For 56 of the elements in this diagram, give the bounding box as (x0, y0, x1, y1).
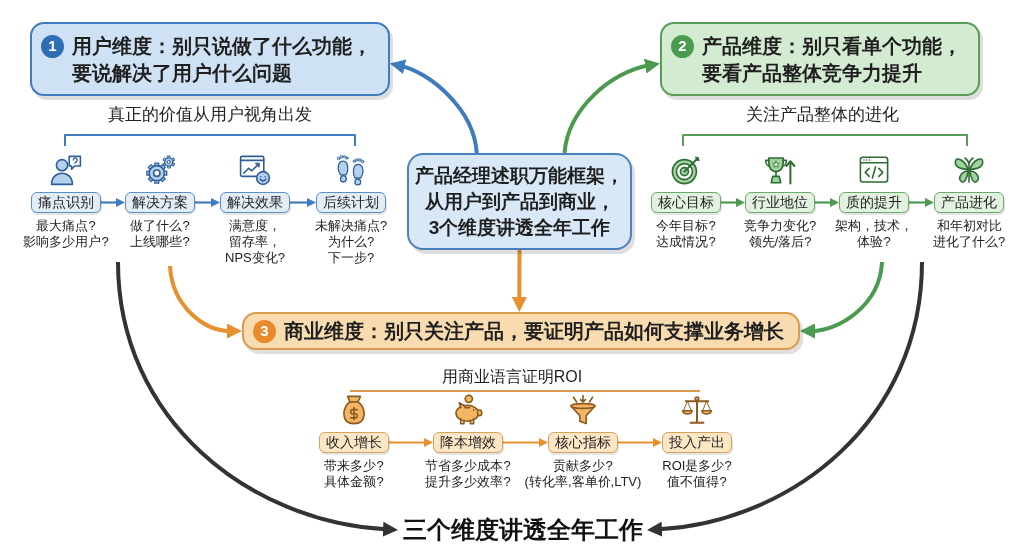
dimension-banner (242, 312, 800, 350)
step-note: (转化率,客单价,LTV) (524, 474, 642, 490)
step-box: 投入产出 (662, 432, 732, 453)
dimension-box (660, 22, 980, 96)
curved-arrow (800, 261, 884, 339)
step-note: ROI是多少?值不值得? (661, 458, 733, 490)
arrow (389, 438, 433, 447)
step-box: 解决方案 (125, 192, 195, 213)
step-note: 竞争力变化?领先/落后? (742, 218, 818, 250)
arrow (815, 198, 839, 207)
dimension-heading: 用户维度：别只说做了什么功能，要说解决了用户什么问题 (72, 34, 373, 86)
section-label: 关注产品整体的进化 (745, 104, 899, 126)
dimension-heading: 产品维度：别只看单个功能，要看产品整体竞争力提升 (702, 34, 963, 86)
step-note: 未解决痛点?为什么?下一步? (313, 218, 389, 266)
step-note: 满意度，留存率，NPS变化? (224, 218, 286, 266)
step-box: 解决效果 (220, 192, 290, 213)
arrow (909, 198, 934, 207)
step-note: 今年目标?达成情况? (655, 218, 717, 250)
number-badge: 1 (41, 35, 64, 58)
section-label: 用商业语言证明ROI (441, 367, 583, 387)
curved-arrow (390, 59, 479, 154)
arrow (503, 438, 548, 447)
step-box: 收入增长 (319, 432, 389, 453)
step-note: 节省多少成本?提升多少效率? (424, 458, 512, 490)
step-box: 后续计划 (316, 192, 386, 213)
step-box: 降本增效 (433, 432, 503, 453)
number-badge: 2 (671, 35, 694, 58)
step-box: 痛点识别 (31, 192, 101, 213)
arrow (721, 198, 745, 207)
step-box: 行业地位 (745, 192, 815, 213)
step-box: 核心目标 (651, 192, 721, 213)
curved-arrow (562, 58, 660, 154)
step-note: 架构，技术，体验? (834, 218, 914, 250)
dimension-heading: 商业维度：别只关注产品，要证明产品如何支撑业务增长 (284, 318, 784, 344)
section-label: 真正的价值从用户视角出发 (108, 104, 312, 126)
step-box: 产品进化 (934, 192, 1004, 213)
curved-arrow (647, 261, 924, 537)
step-note: 做了什么?上线哪些? (129, 218, 191, 250)
curved-arrow (511, 250, 527, 312)
topic-text: 产品经理述职万能框架，从用户到产品到商业，3个维度讲透全年工作 (414, 163, 625, 240)
curved-arrow (116, 261, 398, 537)
step-note: 和年初对比进化了什么? (931, 218, 1007, 250)
conclusion-text: 三个维度讲透全年工作 (398, 512, 647, 548)
arrow (290, 198, 316, 207)
step-note: 带来多少?具体金额? (323, 458, 385, 490)
curved-arrow (168, 265, 242, 339)
central-topic-box (407, 153, 632, 250)
step-note: 最大痛点?影响多少用户? (22, 218, 110, 250)
step-note: 贡献多少? (553, 458, 613, 474)
arrow (618, 438, 662, 447)
arrow (101, 198, 125, 207)
number-badge: 3 (253, 319, 276, 343)
arrow (195, 198, 220, 207)
step-box: 核心指标 (548, 432, 618, 453)
step-box: 质的提升 (839, 192, 909, 213)
dimension-box (30, 22, 390, 96)
